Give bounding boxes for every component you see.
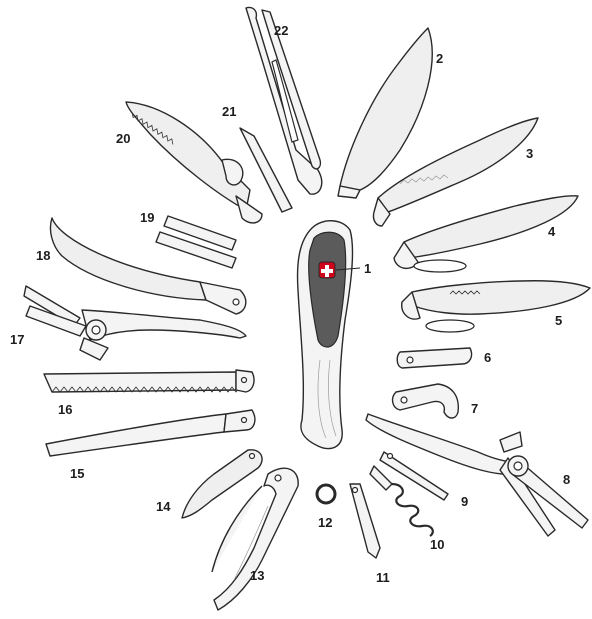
tool-8-pliers	[366, 414, 588, 536]
label-17: 17	[10, 332, 24, 347]
tool-11-screwdriver	[350, 484, 380, 558]
label-7: 7	[471, 401, 478, 416]
label-14: 14	[156, 499, 171, 514]
label-2: 2	[436, 51, 443, 66]
tool-10-corkscrew	[370, 466, 433, 536]
tool-9-reamer	[380, 452, 448, 500]
tool-12-key-ring	[317, 485, 335, 503]
tool-14-blade	[182, 450, 262, 518]
tool-16-saw	[44, 370, 254, 392]
label-19: 19	[140, 210, 154, 225]
tool-1-handle	[298, 221, 360, 449]
label-5: 5	[555, 313, 562, 328]
label-1: 1	[364, 261, 371, 276]
label-9: 9	[461, 494, 468, 509]
label-16: 16	[58, 402, 72, 417]
tool-6-bottle-opener	[397, 348, 471, 368]
label-3: 3	[526, 146, 533, 161]
tool-19-bits	[156, 216, 236, 268]
label-11: 11	[376, 570, 390, 585]
label-6: 6	[484, 350, 491, 365]
label-15: 15	[70, 466, 84, 481]
label-8: 8	[563, 472, 570, 487]
label-18: 18	[36, 248, 50, 263]
label-10: 10	[430, 537, 444, 552]
tool-15-file	[46, 410, 255, 456]
label-21: 21	[222, 104, 236, 119]
label-20: 20	[116, 131, 130, 146]
tool-20-saw-blade	[126, 102, 262, 223]
label-4: 4	[548, 224, 556, 239]
label-22: 22	[274, 23, 288, 38]
tool-7-can-opener	[393, 384, 459, 418]
label-13: 13	[250, 568, 264, 583]
label-12: 12	[318, 515, 332, 530]
